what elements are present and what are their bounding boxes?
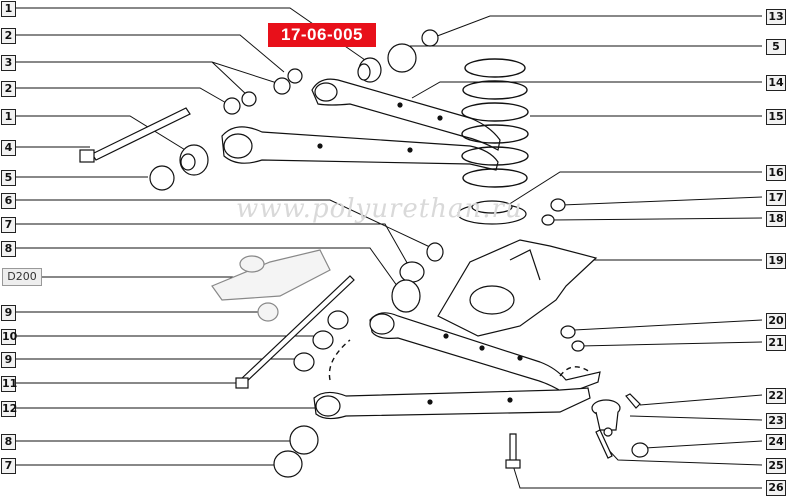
callout-2: 2 bbox=[1, 81, 16, 97]
callout-13: 13 bbox=[766, 9, 786, 25]
leader-6 bbox=[15, 199, 433, 249]
callout-1: 1 bbox=[1, 1, 16, 17]
callout-15: 15 bbox=[766, 109, 786, 125]
leader-2b bbox=[15, 87, 229, 105]
part-number-badge: 17-06-005 bbox=[268, 23, 376, 47]
callout-25: 25 bbox=[766, 458, 786, 474]
bolts bbox=[79, 107, 641, 469]
callout-3: 3 bbox=[1, 55, 16, 71]
leader-3 bbox=[15, 61, 281, 97]
leader-20 bbox=[573, 319, 763, 331]
callout-17: 17 bbox=[766, 190, 786, 206]
callout-23: 23 bbox=[766, 413, 786, 429]
callout-22: 22 bbox=[766, 388, 786, 404]
callout-4: 4 bbox=[1, 140, 16, 156]
ball-joint bbox=[591, 399, 621, 437]
callout-14: 14 bbox=[766, 75, 786, 91]
leader-14 bbox=[411, 81, 762, 99]
callout-7: 7 bbox=[1, 217, 16, 233]
lower-arm-front bbox=[369, 312, 601, 395]
leader-16 bbox=[499, 171, 762, 211]
vehicle-label: D200 bbox=[2, 268, 42, 286]
callout-19: 19 bbox=[766, 253, 786, 269]
leader-17 bbox=[561, 196, 763, 206]
leader-23 bbox=[629, 415, 763, 421]
callout-8: 8 bbox=[1, 434, 16, 450]
callout-11: 11 bbox=[1, 376, 18, 392]
callout-2: 2 bbox=[1, 28, 16, 44]
callout-5: 5 bbox=[1, 170, 16, 186]
callout-5: 5 bbox=[766, 39, 786, 55]
callout-18: 18 bbox=[766, 211, 786, 227]
upper-control-arm bbox=[221, 78, 501, 171]
callout-6: 6 bbox=[1, 193, 16, 209]
leader-22 bbox=[639, 394, 763, 406]
callout-10: 10 bbox=[1, 329, 18, 345]
callout-8: 8 bbox=[1, 241, 16, 257]
lower-arm-rear bbox=[313, 387, 591, 420]
watermark: www.polyurethan.ru bbox=[236, 194, 523, 224]
callout-7: 7 bbox=[1, 458, 16, 474]
callout-24: 24 bbox=[766, 434, 786, 450]
leader-18 bbox=[551, 217, 763, 221]
coil-spring bbox=[461, 58, 529, 188]
leader-24 bbox=[644, 440, 763, 449]
callout-26: 26 bbox=[766, 480, 786, 496]
leader-21 bbox=[579, 341, 763, 347]
callout-9: 9 bbox=[1, 305, 16, 321]
spring-seat bbox=[457, 200, 527, 225]
spring-bracket bbox=[437, 239, 598, 337]
callout-9: 9 bbox=[1, 352, 16, 368]
leader-25 bbox=[603, 444, 763, 466]
callout-16: 16 bbox=[766, 165, 786, 181]
vehicle-subframe bbox=[211, 249, 331, 322]
assembly-arrows bbox=[328, 339, 591, 381]
callout-21: 21 bbox=[766, 335, 786, 351]
leader-13 bbox=[431, 15, 762, 39]
callout-12: 12 bbox=[1, 401, 18, 417]
callout-20: 20 bbox=[766, 313, 786, 329]
leader-2a bbox=[15, 34, 285, 73]
leader-7a bbox=[15, 223, 411, 269]
leader-26 bbox=[511, 461, 762, 489]
callout-1: 1 bbox=[1, 109, 16, 125]
leader-1b bbox=[15, 115, 196, 157]
bushings-washers bbox=[149, 29, 649, 478]
leader-8a bbox=[15, 247, 401, 291]
